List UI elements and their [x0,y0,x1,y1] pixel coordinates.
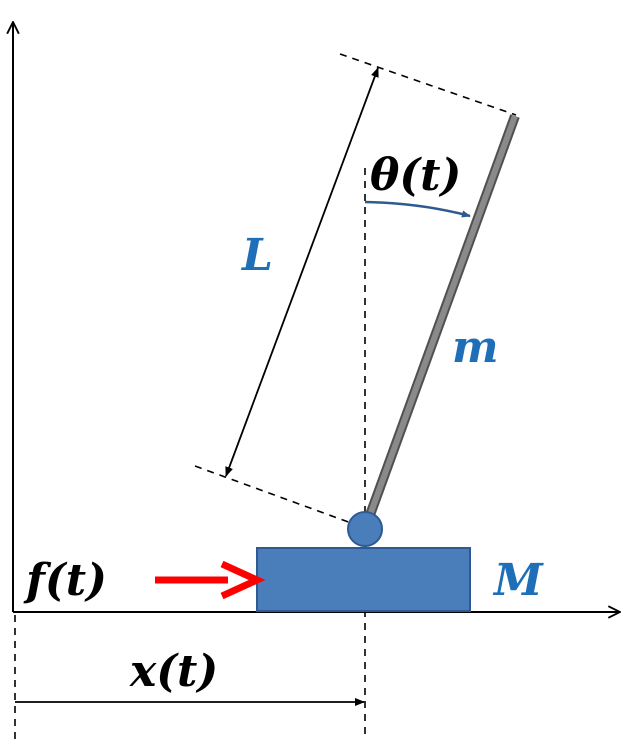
force-label: f(t) [23,555,107,606]
length-label: L [240,230,273,281]
angle-arc [364,200,471,218]
rod-bottom-extension-dashed-line [194,465,363,528]
pendulum-mass-label: m [452,322,499,373]
rod-top-extension-dashed-line [339,53,517,116]
cart [256,547,471,612]
cart-mass-label: M [492,555,544,606]
length-dimension-arrow [225,67,379,477]
pendulum-rod-highlight [363,114,518,528]
angle-label: θ(t) [370,150,461,201]
position-label: x(t) [129,646,218,697]
force-arrow-head [220,560,266,600]
pivot-joint [347,511,383,547]
